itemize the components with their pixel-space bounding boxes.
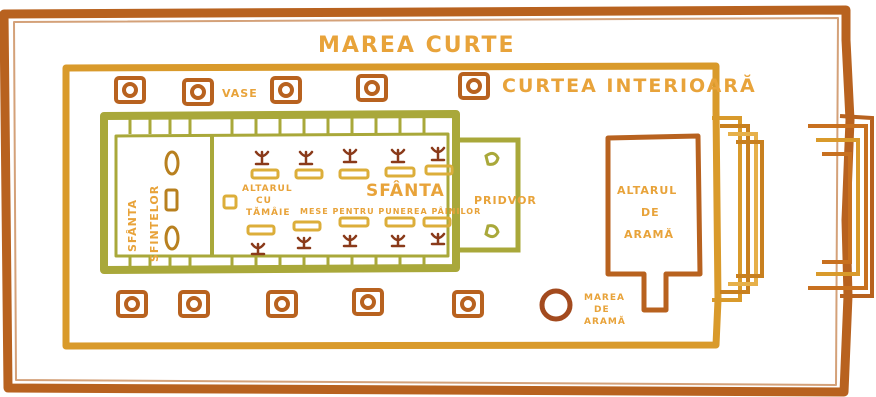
porch <box>456 137 521 253</box>
vessel-icon <box>266 290 298 318</box>
vessels-bottom <box>116 288 484 318</box>
lampstand-icon <box>430 146 446 162</box>
vessel-icon <box>458 72 490 100</box>
lampstand-icon <box>296 236 312 250</box>
tables-bottom <box>246 216 452 236</box>
porch-label: PRIDVOR <box>474 194 537 207</box>
vessels-top <box>114 72 490 106</box>
outer-court-gate <box>808 114 874 298</box>
table-icon <box>384 166 416 178</box>
temple-side-chambers <box>128 116 426 270</box>
holy-of-holies-label-2: SFINTELOR <box>148 185 161 262</box>
temple-building <box>100 110 460 274</box>
vessel-icon <box>452 290 484 318</box>
lampstand-icon <box>430 232 446 246</box>
lampstands-top <box>254 146 446 166</box>
bronze-altar-label-1: ALTARUL <box>617 184 677 197</box>
bronze-sea-label-1: MAREA <box>584 293 625 303</box>
table-icon <box>292 220 322 232</box>
vessel-icon <box>182 78 214 106</box>
bronze-altar-label-3: ARAMĂ <box>624 228 674 241</box>
great-court-wall <box>0 5 855 397</box>
pillar-jachin <box>484 151 500 166</box>
vessel-icon <box>114 76 146 104</box>
holy-place-label: SFÂNTA <box>366 179 445 201</box>
bronze-altar-label-2: DE <box>641 206 660 219</box>
bronze-sea-label-2: DE <box>594 305 610 315</box>
lampstand-icon <box>342 148 358 164</box>
inner-court-wall <box>62 62 722 350</box>
great-court-label: MAREA CURTE <box>318 33 516 58</box>
vessel-icon <box>356 74 388 102</box>
lampstands-bottom <box>250 232 446 256</box>
incense-altar-label-1: ALTARUL <box>242 184 293 194</box>
vessel-icon <box>178 290 210 318</box>
table-icon <box>250 168 280 180</box>
vessel-icon <box>116 290 148 318</box>
incense-altar-label-3: TĂMÂIE <box>246 206 291 218</box>
ark-icon <box>164 150 180 176</box>
tables-top <box>250 164 454 180</box>
holy-of-holies-items <box>164 150 180 251</box>
lampstand-icon <box>250 242 266 256</box>
table-icon <box>338 168 370 180</box>
incense-altar-label-2: CU <box>256 196 272 206</box>
porch-pillars <box>484 151 500 239</box>
lampstand-icon <box>342 234 358 248</box>
table-icon <box>384 216 416 228</box>
holy-of-holies-label-1: SFÂNTA <box>126 199 139 252</box>
table-icon <box>338 216 370 228</box>
vessel-icon <box>352 288 384 316</box>
cherub-icon <box>164 225 180 251</box>
lampstand-icon <box>298 150 314 166</box>
vessels-label: VASE <box>222 87 258 100</box>
lampstand-icon <box>390 148 406 164</box>
table-icon <box>422 216 452 228</box>
table-icon <box>294 168 324 180</box>
inner-court-label: CURTEA INTERIOARĂ <box>502 73 757 97</box>
lampstand-icon <box>390 234 406 248</box>
inner-court-steps <box>712 116 764 302</box>
incense-altar-icon <box>222 194 238 210</box>
table-icon <box>246 224 276 236</box>
showbread-tables-label: MESE PENTRU PUNEREA PÂINILOR <box>300 205 481 216</box>
pillar-boaz <box>484 224 500 239</box>
table-icon <box>424 164 454 176</box>
bronze-sea-icon <box>539 288 573 322</box>
ark-center-icon <box>164 188 179 212</box>
lampstand-icon <box>254 150 270 166</box>
bronze-altar <box>605 133 703 313</box>
vessel-icon <box>270 76 302 104</box>
bronze-sea-label-3: ARAMĂ <box>584 315 626 327</box>
